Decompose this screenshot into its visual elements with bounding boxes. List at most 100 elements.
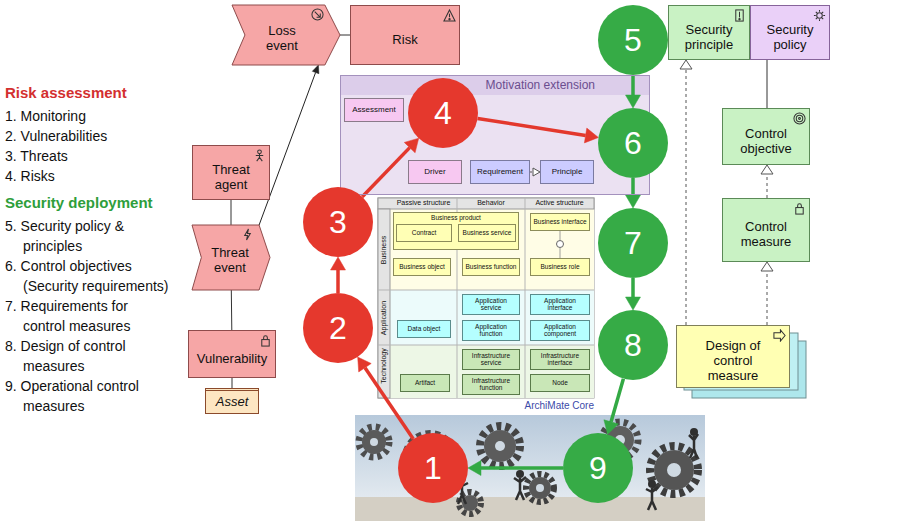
- callout-number: 9: [589, 450, 607, 487]
- security-policy-box: Security policy: [750, 5, 830, 60]
- callout-number: 4: [434, 95, 452, 132]
- icon: [814, 10, 825, 21]
- core-framework-grid: [378, 198, 594, 398]
- gears-illustration: [495, 441, 505, 451]
- connector: [331, 257, 346, 293]
- icon: [264, 336, 268, 340]
- icon: [256, 154, 263, 161]
- core-element-box: Business object: [393, 258, 451, 276]
- core-element-box: Application service: [462, 294, 520, 315]
- core-framework-grid: [560, 231, 561, 258]
- node-label: Application service: [465, 297, 517, 312]
- connector-line: [686, 69, 687, 325]
- icon: [739, 12, 740, 18]
- node-label: Contract: [412, 229, 437, 236]
- core-element-box: Application interface: [530, 294, 590, 315]
- requirement-box: Requirement: [470, 160, 530, 184]
- motivation-backdrop: [340, 75, 650, 95]
- node-label: Vulnerability: [197, 352, 267, 367]
- frame-title: Business product: [394, 213, 518, 221]
- callout-number: 1: [424, 450, 442, 487]
- arrowhead: [761, 165, 773, 174]
- icon: [315, 12, 321, 18]
- node-label: Infrastructure service: [465, 352, 517, 367]
- step-circle: 9: [563, 433, 633, 503]
- arrowhead: [626, 95, 641, 108]
- node-label: Threat agent: [198, 163, 264, 193]
- node-label: Principle: [552, 167, 583, 176]
- gears-illustration: [529, 477, 551, 499]
- gears-illustration: [667, 463, 681, 477]
- node-label: Requirement: [477, 167, 523, 176]
- core-framework-grid: [378, 198, 594, 398]
- list-item: 3. Threats: [5, 146, 180, 166]
- step-circle: 2: [303, 293, 373, 363]
- gears-illustration: [654, 450, 694, 490]
- icon: [739, 19, 740, 20]
- gears-illustration: [648, 480, 656, 488]
- callout-number: 8: [624, 327, 642, 364]
- arrowhead: [312, 65, 319, 74]
- column-header: Behavior: [457, 199, 525, 207]
- node-label: Data object: [408, 325, 441, 332]
- callout-number: 6: [624, 125, 642, 162]
- node-label: Business object: [399, 263, 445, 270]
- arrowhead: [584, 128, 598, 143]
- connector: [626, 278, 641, 310]
- row-label: Business: [379, 220, 389, 280]
- list-item: 6. Control objectives (Security requirem…: [5, 256, 180, 296]
- gears-illustration: [362, 430, 386, 454]
- core-framework-grid: [390, 290, 594, 345]
- callout-number: 5: [624, 22, 642, 59]
- arrowhead: [626, 195, 641, 208]
- connector-line: [478, 119, 586, 136]
- node-label: Business function: [466, 263, 517, 270]
- connector-line: [362, 148, 409, 197]
- icon: [245, 229, 251, 240]
- core-framework-grid: [390, 345, 594, 398]
- icon: [796, 208, 803, 215]
- arrowhead: [468, 461, 481, 476]
- arrowhead: [533, 168, 540, 176]
- connector: [231, 200, 232, 225]
- column-header: Passive structure: [390, 199, 457, 207]
- callout-number: 3: [329, 204, 347, 241]
- control-measure-box: Control measure: [722, 198, 810, 262]
- core-framework-grid: [557, 241, 564, 248]
- arrowhead: [331, 257, 346, 270]
- connector-line: [481, 466, 563, 470]
- core-element-box: Application function: [462, 320, 520, 341]
- icon: [444, 10, 455, 21]
- connector-line: [340, 35, 350, 36]
- core-element-box: Infrastructure service: [462, 349, 520, 370]
- connector-line: [336, 270, 340, 293]
- callout-number: 7: [624, 225, 642, 262]
- gears-illustration: [689, 434, 698, 458]
- icon: [799, 118, 801, 120]
- connector: [604, 379, 624, 435]
- section-heading: Security deployment: [5, 194, 195, 212]
- list-item: 7. Requirements for control measures: [5, 296, 165, 336]
- design-box: Design of control measure: [676, 325, 790, 388]
- connector: [478, 119, 599, 143]
- connector: [761, 165, 773, 198]
- icon: [736, 10, 743, 21]
- icon: [794, 113, 805, 124]
- step-circle: 3: [303, 187, 373, 257]
- risk-box: Risk: [350, 5, 460, 65]
- connector-line: [611, 379, 623, 422]
- connector-line: [767, 60, 768, 108]
- core-element-box: Business service: [458, 224, 516, 242]
- icon: [262, 340, 269, 347]
- arrowhead: [626, 297, 641, 310]
- list-item: 9. Operational control measures: [5, 376, 180, 416]
- core-framework-grid: [378, 209, 390, 398]
- icon: [774, 330, 785, 341]
- icon: [793, 202, 806, 215]
- list-item: 1. Monitoring: [5, 106, 180, 126]
- connector-line: [631, 75, 635, 95]
- connector: [530, 168, 540, 176]
- node-label: Security principle: [675, 23, 743, 53]
- gears-illustration: [370, 438, 378, 446]
